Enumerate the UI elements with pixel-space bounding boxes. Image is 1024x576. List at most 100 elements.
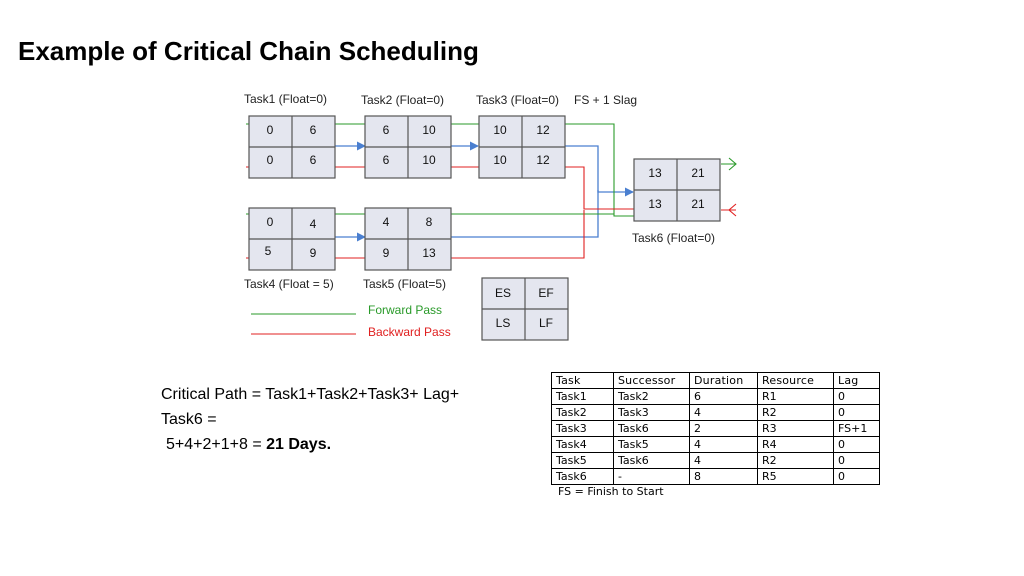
task1-es: 0 — [267, 123, 274, 137]
header-task: Task — [551, 372, 614, 389]
task3-label: Task3 (Float=0) — [476, 93, 559, 107]
task4-lf: 9 — [310, 246, 317, 260]
task2-ls: 6 — [383, 153, 390, 167]
cell-successor: Task3 — [613, 404, 690, 421]
task2-ef: 10 — [422, 123, 436, 137]
cell-lag: 0 — [833, 404, 880, 421]
cell-resource: R2 — [757, 404, 834, 421]
task6-es: 13 — [648, 166, 662, 180]
cell-duration: 4 — [689, 452, 758, 469]
header-lag: Lag — [833, 372, 880, 389]
table-row: Task1 Task2 6 R1 0 — [551, 388, 880, 405]
lag-label: FS + 1 Slag — [574, 93, 637, 107]
critical-path-line2: Task6 = — [161, 411, 217, 428]
key-lf: LF — [539, 316, 553, 330]
task4-ls: 5 — [265, 244, 272, 258]
cell-lag: FS+1 — [833, 420, 880, 437]
cell-successor: Task6 — [613, 420, 690, 437]
cell-task: Task6 — [551, 468, 614, 485]
task4-node: 0 4 5 9 — [248, 207, 336, 271]
table-row: Task2 Task3 4 R2 0 — [551, 404, 880, 421]
cell-duration: 8 — [689, 468, 758, 485]
key-node: ES EF LS LF — [481, 277, 569, 341]
critical-path-sum: 5+4+2+1+8 = — [166, 436, 267, 453]
table-row: Task5 Task6 4 R2 0 — [551, 452, 880, 469]
task5-label: Task5 (Float=5) — [363, 277, 446, 291]
task4-ef: 4 — [310, 217, 317, 231]
critical-path-total: 21 Days. — [266, 436, 332, 453]
task5-ls: 9 — [383, 246, 390, 260]
link-task3-task6 — [565, 145, 634, 197]
table-row: Task6 - 8 R5 0 — [551, 468, 880, 485]
table-header-row: Task Successor Duration Resource Lag — [551, 372, 880, 389]
critical-path-text: Critical Path = Task1+Task2+Task3+ Lag+ … — [161, 382, 531, 457]
cell-resource: R4 — [757, 436, 834, 453]
schedule-table: Task Successor Duration Resource Lag Tas… — [551, 372, 880, 485]
task2-es: 6 — [383, 123, 390, 137]
task6-label: Task6 (Float=0) — [632, 231, 715, 245]
cell-successor: Task2 — [613, 388, 690, 405]
task4-es: 0 — [267, 215, 274, 229]
task4-label: Task4 (Float = 5) — [244, 277, 334, 291]
task5-lf: 13 — [422, 246, 436, 260]
task1-lf: 6 — [310, 153, 317, 167]
network-diagram-svg: Task1 (Float=0) Task2 (Float=0) Task3 (F… — [244, 92, 737, 341]
network-diagram: Task1 (Float=0) Task2 (Float=0) Task3 (F… — [236, 84, 756, 348]
table-row: Task4 Task5 4 R4 0 — [551, 436, 880, 453]
page-title: Example of Critical Chain Scheduling — [18, 36, 479, 66]
cell-lag: 0 — [833, 468, 880, 485]
task3-es: 10 — [493, 123, 507, 137]
cell-task: Task4 — [551, 436, 614, 453]
cell-successor: Task6 — [613, 452, 690, 469]
cell-lag: 0 — [833, 452, 880, 469]
cell-duration: 4 — [689, 404, 758, 421]
cell-lag: 0 — [833, 388, 880, 405]
task5-node: 4 8 9 13 — [364, 207, 452, 271]
cell-lag: 0 — [833, 436, 880, 453]
task3-ls: 10 — [493, 153, 507, 167]
key-ls: LS — [496, 316, 511, 330]
task6-ls: 13 — [648, 197, 662, 211]
task6-ef: 21 — [691, 166, 705, 180]
cell-task: Task5 — [551, 452, 614, 469]
dependency-links — [307, 141, 634, 242]
task1-ef: 6 — [310, 123, 317, 137]
key-ef: EF — [538, 286, 553, 300]
key-es: ES — [495, 286, 511, 300]
table-row: Task3 Task6 2 R3 FS+1 — [551, 420, 880, 437]
cell-task: Task1 — [551, 388, 614, 405]
task5-es: 4 — [383, 215, 390, 229]
task2-lf: 10 — [422, 153, 436, 167]
cell-successor: Task5 — [613, 436, 690, 453]
cell-resource: R3 — [757, 420, 834, 437]
task6-node: 13 21 13 21 — [633, 158, 721, 222]
cell-successor: - — [613, 468, 690, 485]
task1-node: 0 6 0 6 — [248, 115, 336, 179]
cell-duration: 6 — [689, 388, 758, 405]
task3-ef: 12 — [536, 123, 550, 137]
task5-ef: 8 — [426, 215, 433, 229]
task1-label: Task1 (Float=0) — [244, 92, 327, 106]
critical-path-line3: 5+4+2+1+8 = 21 Days. — [161, 432, 531, 457]
cell-task: Task3 — [551, 420, 614, 437]
legend-backward: Backward Pass — [368, 325, 451, 339]
link-task5-task6 — [451, 190, 599, 238]
task3-node: 10 12 10 12 — [478, 115, 566, 179]
legend-forward: Forward Pass — [368, 303, 442, 317]
header-successor: Successor — [613, 372, 690, 389]
cell-resource: R1 — [757, 388, 834, 405]
cell-task: Task2 — [551, 404, 614, 421]
legend: Forward Pass Backward Pass — [251, 303, 451, 339]
header-duration: Duration — [689, 372, 758, 389]
task3-lf: 12 — [536, 153, 550, 167]
cell-duration: 4 — [689, 436, 758, 453]
task1-ls: 0 — [267, 153, 274, 167]
cell-duration: 2 — [689, 420, 758, 437]
task6-lf: 21 — [691, 197, 705, 211]
cell-resource: R2 — [757, 452, 834, 469]
header-resource: Resource — [757, 372, 834, 389]
critical-path-line1: Critical Path = Task1+Task2+Task3+ Lag+ — [161, 386, 460, 403]
table-footnote: FS = Finish to Start — [558, 485, 664, 498]
task2-label: Task2 (Float=0) — [361, 93, 444, 107]
cell-resource: R5 — [757, 468, 834, 485]
